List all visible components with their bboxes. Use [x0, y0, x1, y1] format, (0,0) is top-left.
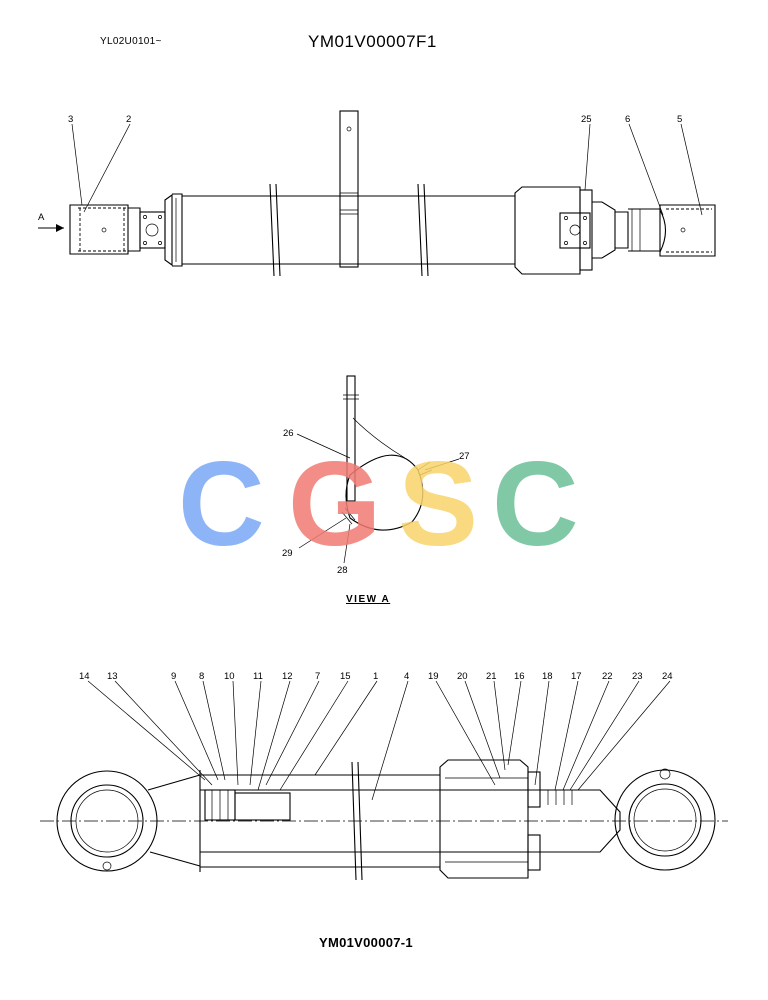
cylinder-section-view: [40, 759, 728, 881]
callout-1: 1: [373, 671, 378, 682]
watermark-letter-c1: C: [178, 437, 265, 571]
footer-number: YM01V00007-1: [319, 935, 413, 950]
callout-21: 21: [486, 671, 497, 682]
callout-18: 18: [542, 671, 553, 682]
callout-2: 2: [126, 114, 131, 125]
watermark-letter-g: G: [288, 437, 381, 571]
callout-20: 20: [457, 671, 468, 682]
callout-29: 29: [282, 548, 293, 559]
view-a-label: VIEW A: [346, 594, 391, 605]
callout-11: 11: [253, 671, 263, 682]
callout-13: 13: [107, 671, 118, 682]
callout-4: 4: [404, 671, 409, 682]
drawing-number: YM01V00007F1: [308, 32, 437, 51]
callout-8: 8: [199, 671, 204, 682]
callout-6: 6: [625, 114, 630, 125]
callout-19: 19: [428, 671, 439, 682]
view-callouts: 26 27 29 28: [282, 428, 470, 576]
watermark-letter-s: S: [398, 437, 478, 571]
callout-9: 9: [171, 671, 176, 682]
callout-24: 24: [662, 671, 673, 682]
cylinder-top-view: [38, 110, 716, 277]
callout-23: 23: [632, 671, 643, 682]
callout-17: 17: [571, 671, 582, 682]
watermark-logo: C G S C: [178, 437, 579, 571]
arrow-a-label: A: [38, 212, 45, 223]
callout-22: 22: [602, 671, 613, 682]
callout-15: 15: [340, 671, 351, 682]
callout-10: 10: [224, 671, 235, 682]
callout-25: 25: [581, 114, 592, 125]
callout-3: 3: [68, 114, 73, 125]
bottom-callouts: 14 13 9 8 10 11 12 7 15 1 4 19 20 21 16 …: [79, 671, 673, 801]
top-callouts: 3 2 25 6 5: [68, 114, 703, 216]
callout-14: 14: [79, 671, 90, 682]
callout-28: 28: [337, 565, 348, 576]
callout-7: 7: [315, 671, 320, 682]
watermark-letter-c2: C: [492, 437, 579, 571]
callout-5: 5: [677, 114, 682, 125]
callout-12: 12: [282, 671, 293, 682]
view-a-detail: [341, 375, 433, 531]
callout-16: 16: [514, 671, 525, 682]
serial-range: YL02U0101~: [100, 36, 162, 47]
callout-27: 27: [459, 451, 470, 462]
callout-26: 26: [283, 428, 294, 439]
